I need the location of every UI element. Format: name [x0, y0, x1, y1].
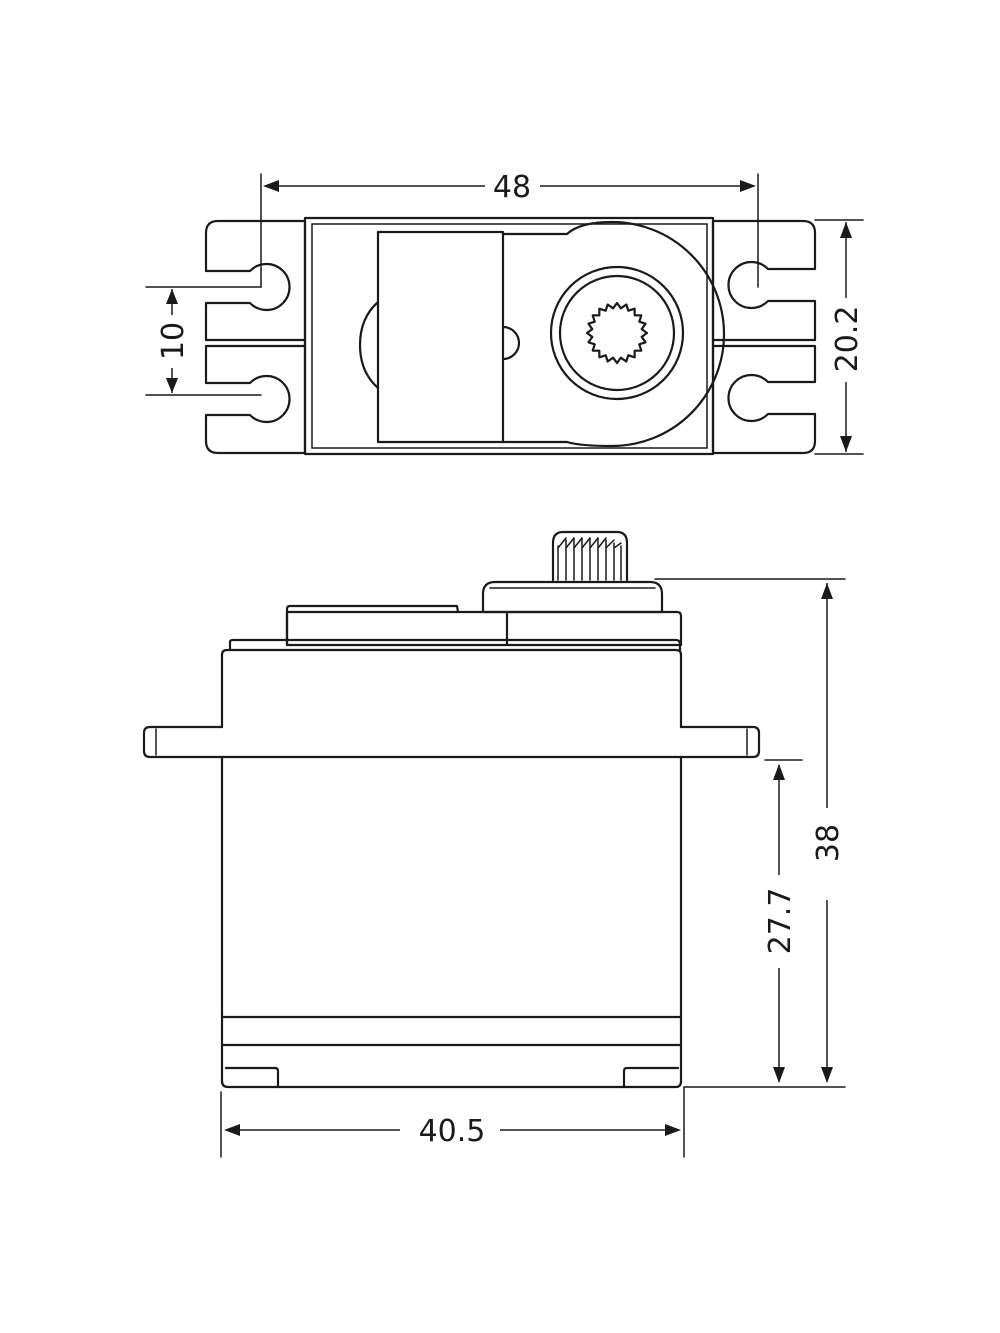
- top-body-inner: [311, 223, 708, 449]
- small-boss: [501, 325, 521, 361]
- gear-housing: [501, 220, 726, 448]
- dimension-27-7: 27.7: [763, 764, 798, 1083]
- dimension-40-5-label: 40.5: [419, 1114, 486, 1149]
- dimension-40-5: 40.5: [224, 1114, 681, 1149]
- dimension-48-label: 48: [493, 170, 531, 205]
- right-mounting-ear: [711, 219, 817, 455]
- output-spline: [585, 301, 649, 365]
- dimension-10-label: 10: [156, 322, 191, 360]
- top-cover-block: [376, 230, 505, 444]
- dimension-10: 10: [156, 289, 191, 393]
- top-cover: [285, 604, 683, 647]
- left-mounting-ear: [204, 219, 307, 455]
- mounting-flange: [142, 725, 761, 759]
- dimension-27-7-label: 27.7: [763, 888, 798, 955]
- side-view: [142, 530, 846, 1158]
- lower-case: [220, 755, 683, 1089]
- top-view: [145, 173, 864, 456]
- dimension-48: 48: [263, 170, 756, 205]
- output-disc-outer: [549, 265, 685, 401]
- dimension-38: 38: [811, 583, 846, 1083]
- dimension-38-label: 38: [811, 824, 846, 862]
- top-body-outline: [303, 216, 715, 456]
- left-bump: [358, 300, 380, 390]
- upper-case: [220, 638, 683, 729]
- dimension-20-2: 20.2: [830, 222, 865, 452]
- output-shaft: [551, 530, 629, 582]
- output-disc-inner: [558, 274, 676, 392]
- dimension-20-2-label: 20.2: [830, 306, 865, 373]
- gear-boss: [481, 580, 664, 614]
